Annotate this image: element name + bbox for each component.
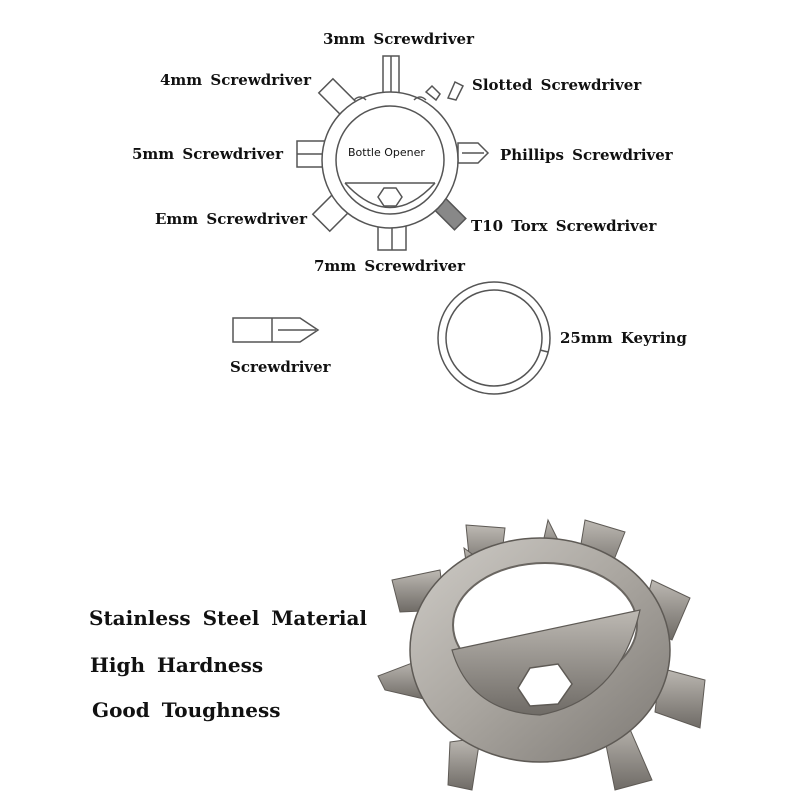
feature-material: Stainless Steel Material [89,606,368,630]
label-4mm: 4mm Screwdriver [160,71,311,89]
hex-hole [377,187,403,207]
multitool-photo [377,518,706,791]
bit-slotted [424,84,441,102]
keyring [437,281,551,395]
loose-screwdriver-bit [232,317,320,343]
label-bottle-opener: Bottle Opener [348,146,425,159]
multitool-outline [296,55,490,251]
label-5mm: 5mm Screwdriver [132,145,283,163]
label-3mm: 3mm Screwdriver [323,30,474,48]
feature-hardness: High Hardness [90,653,264,677]
feature-toughness: Good Toughness [92,698,281,722]
ring-inner [335,105,445,215]
label-phillips: Phillips Screwdriver [500,146,673,164]
label-keyring: 25mm Keyring [560,329,687,347]
label-screwdriver-bit: Screwdriver [230,358,331,376]
label-slotted: Slotted Screwdriver [472,76,642,94]
label-emm: Emm Screwdriver [155,210,307,228]
label-torx: T10 Torx Screwdriver [471,217,657,235]
label-7mm: 7mm Screwdriver [314,257,465,275]
